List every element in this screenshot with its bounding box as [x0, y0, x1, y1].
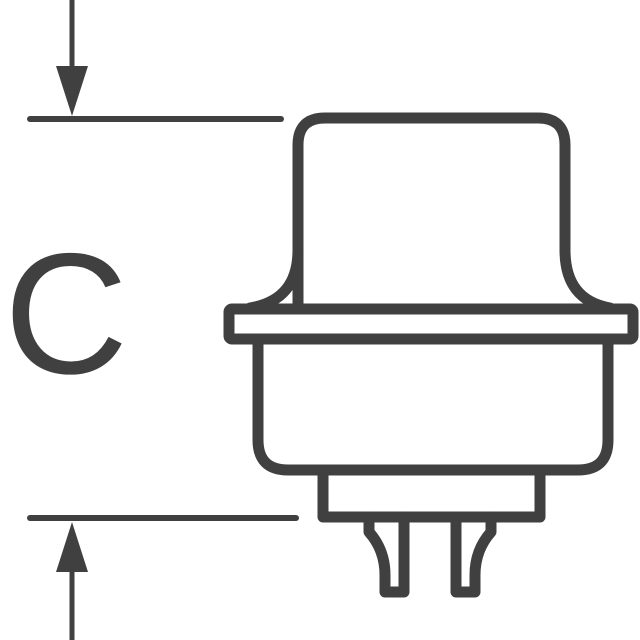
right-pin — [450, 511, 497, 598]
bottom-dimension — [27, 515, 299, 640]
cap — [292, 112, 616, 314]
top-arrowhead — [56, 66, 88, 116]
bottom-arrowhead — [56, 522, 88, 572]
left-pin — [363, 511, 410, 598]
dimension-label: C — [4, 218, 129, 410]
body — [252, 333, 614, 476]
top-dimension — [27, 0, 284, 122]
flange — [223, 303, 639, 345]
cap-left-flare — [244, 244, 304, 314]
base-block — [317, 464, 546, 523]
